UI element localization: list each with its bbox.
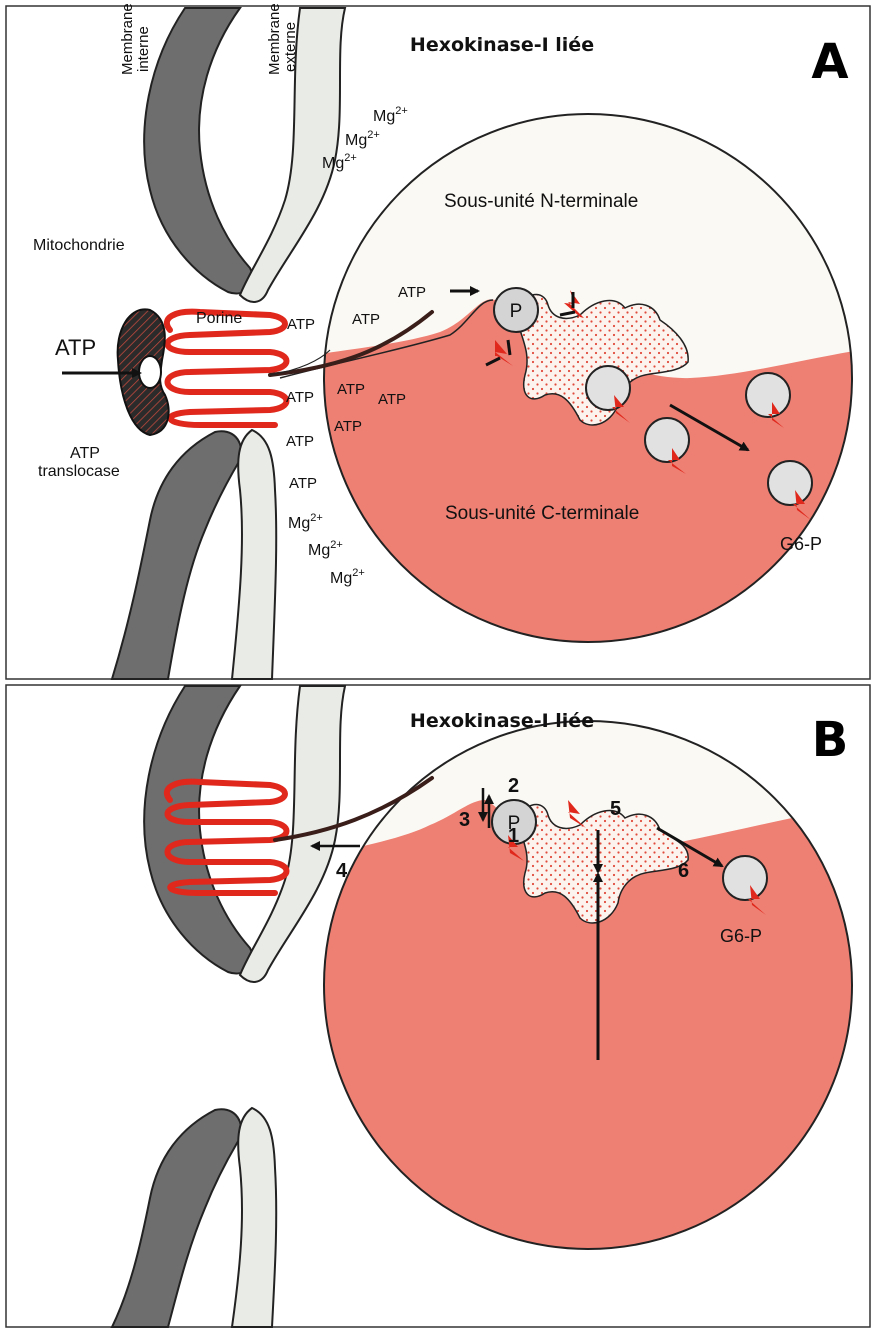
atp-translocase-label-1: ATP	[70, 445, 100, 462]
g6p-molecule-b	[723, 856, 767, 900]
panel-a-letter: A	[811, 34, 848, 90]
phosphate-label: P	[510, 301, 523, 322]
panel-b-title: Hexokinase-I liée	[410, 710, 594, 732]
glucose-1	[586, 366, 630, 410]
mitochondria-label: Mitochondrie	[33, 237, 125, 254]
atp-label: ATP	[352, 311, 380, 328]
atp-label: ATP	[287, 316, 315, 333]
step-number: 3	[459, 809, 470, 831]
outer-membrane-label-1: Membrane	[266, 3, 283, 75]
panel-a: P Hexokinase-I liée A Mem	[6, 3, 870, 679]
step-number: 1	[508, 825, 519, 847]
panel-b: P Hexokinase-I liée B 1 2 3 4 5 6 G6-P	[6, 685, 870, 1327]
atp-label: ATP	[286, 389, 314, 406]
step-number: 6	[678, 860, 689, 882]
atp-label: ATP	[289, 475, 317, 492]
n-terminal-label: Sous-unité N-terminale	[444, 191, 638, 212]
panel-a-title: Hexokinase-I liée	[410, 34, 594, 56]
atp-main-label: ATP	[55, 335, 96, 360]
c-terminal-label: Sous-unité C-terminale	[445, 503, 639, 524]
phosphate-a: P	[494, 288, 538, 332]
glucose-2	[645, 418, 689, 462]
atp-label: ATP	[398, 284, 426, 301]
step-number: 4	[336, 860, 348, 882]
g6p-molecule	[768, 461, 812, 505]
step-number: 5	[610, 798, 621, 820]
g6p-label-b: G6-P	[720, 926, 762, 946]
inner-membrane-label-1: Membrane	[119, 3, 136, 75]
inner-membrane-label-2: interne	[135, 26, 152, 72]
outer-membrane-label-2: externe	[282, 22, 299, 72]
panel-b-letter: B	[812, 712, 849, 768]
g6p-label: G6-P	[780, 534, 822, 554]
atp-translocase-pore	[139, 356, 161, 388]
atp-label: ATP	[337, 381, 365, 398]
atp-label: ATP	[286, 433, 314, 450]
atp-translocase-label-2: translocase	[38, 463, 120, 480]
porin-label: Porine	[196, 310, 242, 327]
step-number: 2	[508, 775, 519, 797]
glucose-3	[746, 373, 790, 417]
atp-label: ATP	[334, 418, 362, 435]
atp-label: ATP	[378, 391, 406, 408]
